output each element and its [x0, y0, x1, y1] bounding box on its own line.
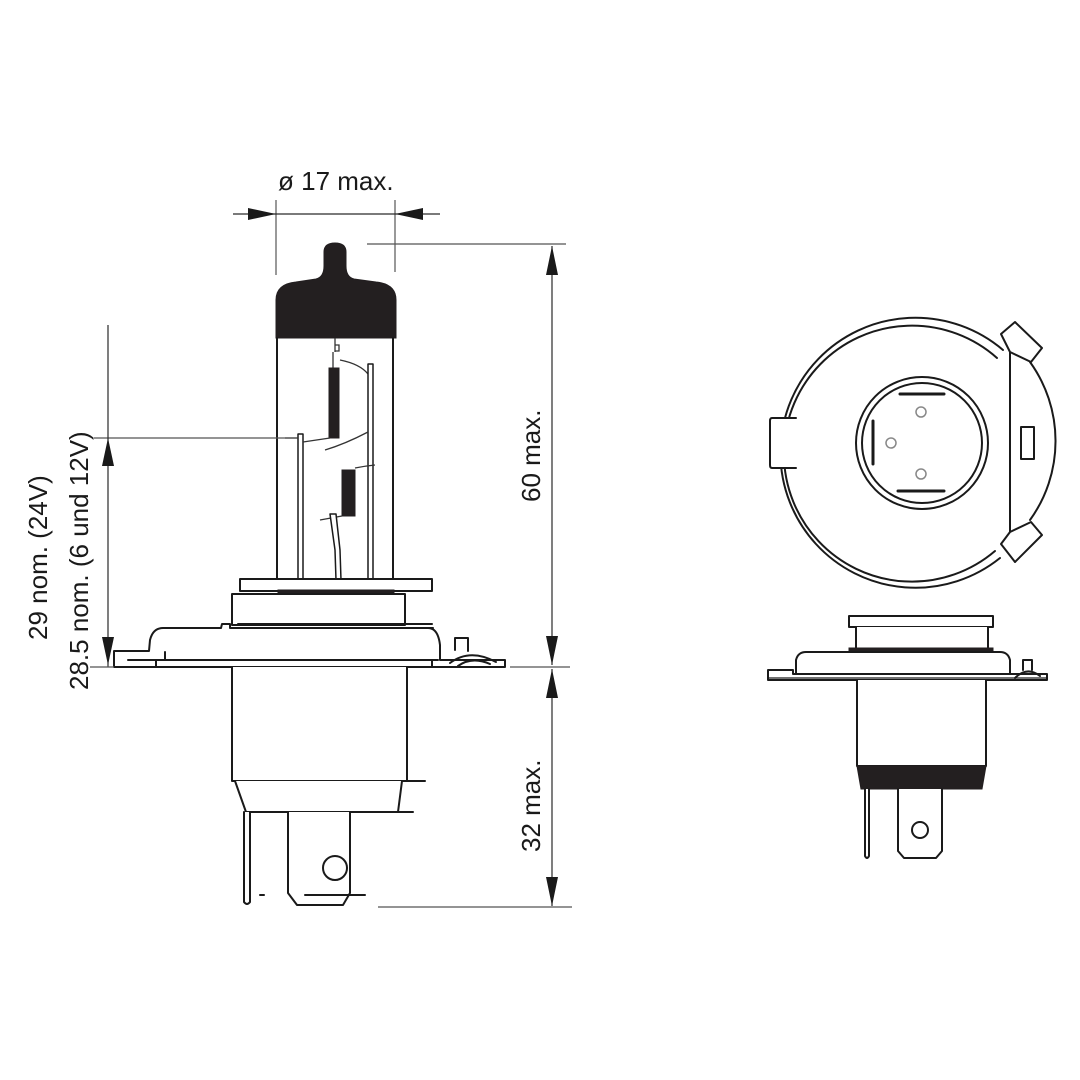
diameter-dimension: ø 17 max.: [233, 166, 440, 275]
pin-top: [915, 406, 927, 418]
bottom-view: [769, 316, 1057, 589]
glass-envelope: [276, 337, 394, 581]
filament-assembly: [285, 338, 376, 581]
bulb-base: [113, 578, 570, 668]
pin-left: [885, 437, 897, 449]
diameter-label: ø 17 max.: [278, 166, 394, 196]
total-height-dimension: 60 max.: [367, 243, 566, 665]
filament-position-dimension: 29 nom. (24V) 28.5 nom. (6 und 12V): [23, 325, 114, 690]
label-28-5-nom-6-12v: 28.5 nom. (6 und 12V): [64, 431, 94, 690]
side-view: ø 17 max.: [23, 166, 572, 908]
label-32-max: 32 max.: [516, 760, 546, 853]
base-side-view: [767, 615, 1048, 859]
label-29-nom-24v: 29 nom. (24V): [23, 475, 53, 640]
label-60-max: 60 max.: [516, 410, 546, 503]
base-cylinder: [231, 666, 426, 906]
pin-bottom: [915, 468, 927, 480]
base-height-dimension: 32 max.: [378, 669, 572, 908]
bulb-cap: [275, 242, 397, 339]
